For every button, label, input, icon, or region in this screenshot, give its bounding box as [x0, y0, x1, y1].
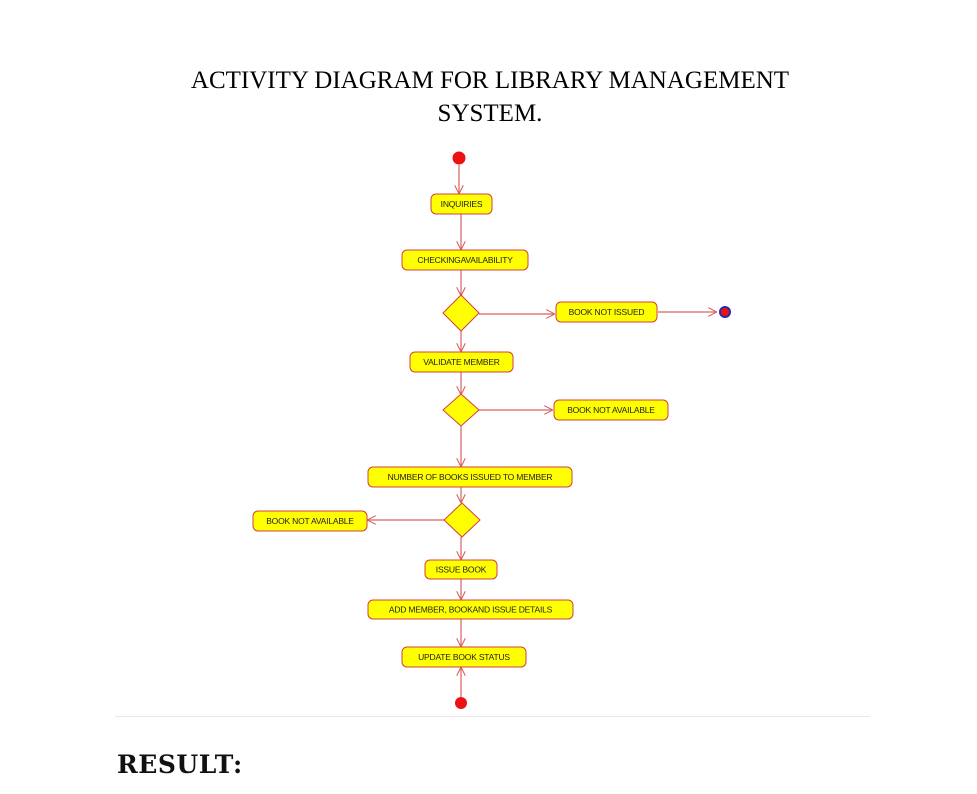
activity-checking-availability: CHECKINGAVAILABILITY — [401, 249, 529, 271]
section-divider — [115, 716, 870, 717]
activity-validate-member-label: VALIDATE MEMBER — [423, 357, 500, 367]
activity-validate-member: VALIDATE MEMBER — [409, 351, 514, 373]
activity-update-book-status-label: UPDATE BOOK STATUS — [418, 652, 510, 662]
decision-diamond-availability — [442, 294, 480, 332]
activity-book-not-issued: BOOK NOT ISSUED — [555, 301, 658, 323]
activity-number-of-books-issued: NUMBER OF BOOKS ISSUED TO MEMBER — [367, 466, 573, 488]
activity-book-not-available-left-label: BOOK NOT AVAILABLE — [266, 516, 354, 526]
activity-book-not-issued-label: BOOK NOT ISSUED — [569, 307, 645, 317]
activity-inquiries: INQUIRIES — [430, 193, 493, 215]
end-node — [455, 697, 467, 709]
decision-diamond-membership — [442, 393, 480, 427]
edges — [368, 165, 716, 697]
activity-book-not-available-right-label: BOOK NOT AVAILABLE — [567, 405, 655, 415]
activity-issue-book-label: ISSUE BOOK — [436, 565, 487, 575]
activity-checking-availability-label: CHECKINGAVAILABILITY — [417, 255, 513, 265]
result-heading: RESULT: — [117, 750, 243, 779]
activity-add-details-label: ADD MEMBER, BOOKAND ISSUE DETAILS — [389, 605, 553, 615]
activity-update-book-status: UPDATE BOOK STATUS — [401, 646, 527, 668]
activity-inquiries-label: INQUIRIES — [441, 199, 483, 209]
initial-node — [452, 151, 466, 165]
final-node — [719, 306, 731, 318]
page-title: ACTIVITY DIAGRAM FOR LIBRARY MANAGEMENT … — [190, 67, 790, 127]
decision-diamond-issue-limit — [443, 502, 481, 538]
activity-add-details: ADD MEMBER, BOOKAND ISSUE DETAILS — [367, 599, 574, 620]
activity-book-not-available-left: BOOK NOT AVAILABLE — [252, 510, 368, 532]
activity-issue-book: ISSUE BOOK — [424, 559, 498, 580]
activity-book-not-available-right: BOOK NOT AVAILABLE — [553, 399, 669, 421]
activity-number-of-books-issued-label: NUMBER OF BOOKS ISSUED TO MEMBER — [388, 472, 553, 482]
